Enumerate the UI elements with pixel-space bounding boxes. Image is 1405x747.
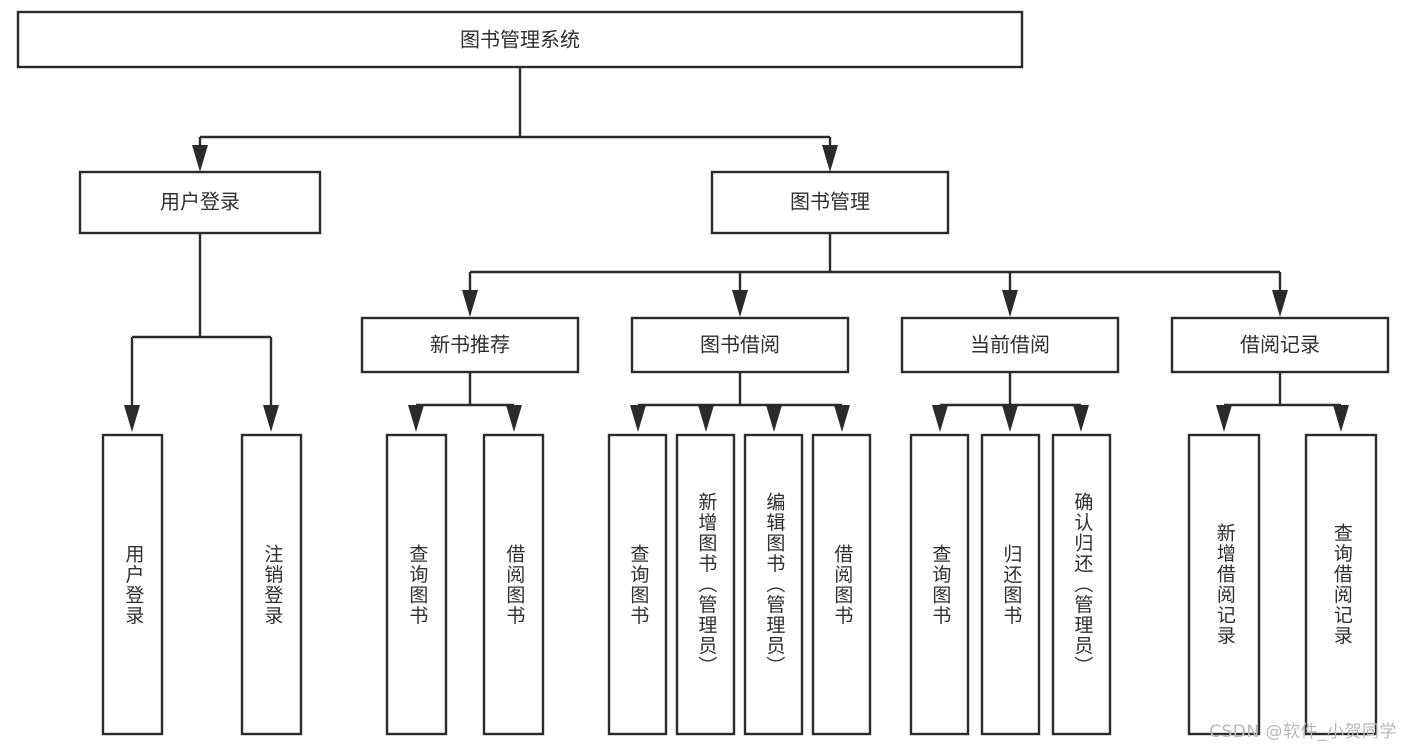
node-book-borrow-box[interactable] xyxy=(630,316,850,374)
node-br-query-record-box[interactable] xyxy=(1304,433,1378,736)
node-cb-confirm-return-box[interactable] xyxy=(1051,433,1112,736)
node-user-login-box[interactable] xyxy=(78,170,322,235)
arrow-bb-query-book xyxy=(630,405,646,432)
node-borrow-records-box[interactable] xyxy=(1170,316,1390,374)
arrow-borrow-records xyxy=(1272,290,1288,317)
connector-group-current-borrow xyxy=(932,372,1089,432)
node-nbr-query-book-box[interactable] xyxy=(385,433,448,736)
arrow-bb-add-book xyxy=(698,405,714,432)
node-current-borrow-box[interactable] xyxy=(900,316,1120,374)
arrow-user-login xyxy=(192,145,208,172)
node-borrow-records[interactable]: 借阅记录 xyxy=(1170,316,1390,374)
node-current-borrow-label: 当前借阅 xyxy=(970,333,1050,357)
arrow-bb-edit-book xyxy=(766,405,782,432)
node-book-management-box[interactable] xyxy=(710,170,950,235)
node-new-book-recommend[interactable]: 新书推荐 xyxy=(360,316,580,374)
node-new-book-recommend-box[interactable] xyxy=(360,316,580,374)
arrow-cb-confirm-return xyxy=(1073,405,1089,432)
node-book-borrow-label: 图书借阅 xyxy=(700,333,780,357)
node-bb-edit-book-box[interactable] xyxy=(743,433,804,736)
node-bb-query-book-box[interactable] xyxy=(607,433,668,736)
node-user-login-do-box[interactable] xyxy=(101,433,164,736)
arrow-current-borrow xyxy=(1002,290,1018,317)
node-nbr-borrow-book-box[interactable] xyxy=(482,433,545,736)
node-book-management[interactable]: 图书管理 xyxy=(710,170,950,235)
node-bb-add-book-box[interactable] xyxy=(675,433,736,736)
connector-group-borrow-records xyxy=(1216,372,1349,432)
arrow-nbr-borrow-book xyxy=(506,405,522,432)
node-bb-borrow-book-box[interactable] xyxy=(811,433,872,736)
leaf-box-group xyxy=(101,433,1378,736)
node-book-management-label: 图书管理 xyxy=(790,190,870,214)
node-user-logout-box[interactable] xyxy=(240,433,303,736)
arrow-new-book-recommend xyxy=(462,290,478,317)
connector-group-book-management xyxy=(462,233,1288,317)
node-root[interactable]: 图书管理系统 xyxy=(16,10,1024,69)
node-root-box[interactable] xyxy=(16,10,1024,69)
node-book-borrow[interactable]: 图书借阅 xyxy=(630,316,850,374)
node-current-borrow[interactable]: 当前借阅 xyxy=(900,316,1120,374)
node-user-login-label: 用户登录 xyxy=(160,190,240,214)
arrow-book-borrow xyxy=(732,290,748,317)
node-root-label: 图书管理系统 xyxy=(460,28,580,52)
arrow-bb-borrow-book xyxy=(834,405,850,432)
arrow-nbr-query-book xyxy=(408,405,424,432)
arrow-cb-query-book xyxy=(932,405,948,432)
arrow-cb-return-book xyxy=(1002,405,1018,432)
node-cb-query-book-box[interactable] xyxy=(909,433,970,736)
node-br-add-record-box[interactable] xyxy=(1187,433,1261,736)
connector-group-root xyxy=(192,67,838,172)
node-borrow-records-label: 借阅记录 xyxy=(1240,333,1320,357)
arrow-book-management xyxy=(822,145,838,172)
node-user-login[interactable]: 用户登录 xyxy=(78,170,322,235)
node-cb-return-book-box[interactable] xyxy=(980,433,1041,736)
arrow-br-query-record xyxy=(1333,405,1349,432)
connector-group-user-login xyxy=(124,233,279,432)
arrow-user-login-do xyxy=(124,405,140,432)
arrow-br-add-record xyxy=(1216,405,1232,432)
connector-group-new-book-recommend xyxy=(408,372,522,432)
connector-group-book-borrow xyxy=(630,372,850,432)
csdn-watermark: CSDN @软件_小贺同学 xyxy=(1209,722,1397,742)
node-new-book-recommend-label: 新书推荐 xyxy=(430,333,510,357)
arrow-user-logout xyxy=(263,405,279,432)
